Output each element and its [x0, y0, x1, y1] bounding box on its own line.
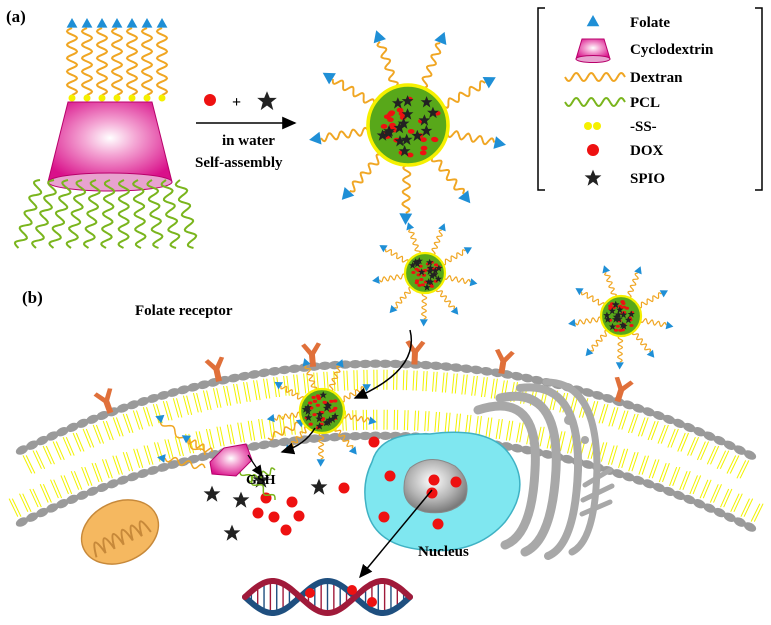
legend-label: -SS- [630, 119, 657, 135]
mitochondrion [80, 499, 160, 565]
panel-b-label: (b) [22, 288, 43, 307]
assembly-arrow: + in water Self-assembly [195, 91, 297, 171]
folate-micelles [266, 222, 674, 467]
red-dot-icon [587, 144, 599, 156]
cyclodextrin-conjugate [13, 18, 198, 249]
legend-label: Folate [630, 15, 670, 31]
micelle-large [309, 30, 506, 225]
plus-sign: + [232, 94, 241, 111]
folate-receptors [93, 340, 634, 414]
spio-star-icon [257, 91, 277, 111]
step-in-water: in water [222, 133, 275, 149]
nucleus [364, 431, 521, 552]
nucleus-label: Nucleus [418, 544, 469, 560]
pcl-wave-icon [564, 96, 626, 108]
legend-item: PCL [564, 95, 660, 111]
legend-label: SPIO [630, 171, 665, 187]
legend-item: -SS- [584, 119, 657, 135]
endocytosis-arrows [280, 329, 433, 579]
panel-a-label: (a) [6, 7, 26, 26]
step-self-assembly: Self-assembly [195, 155, 283, 171]
disassembled-micelle [155, 414, 305, 500]
gsh-label: GSH [246, 473, 276, 488]
legend-label: Cyclodextrin [630, 42, 714, 58]
golgi-apparatus [473, 378, 615, 560]
legend-label: Dextran [630, 70, 683, 86]
folate-receptor-label: Folate receptor [135, 303, 233, 319]
disulfide-icon [584, 122, 601, 130]
legend-item: Folate [586, 15, 670, 31]
legend-label: PCL [630, 95, 660, 111]
released-cargo [203, 436, 462, 541]
dox-red-dot-icon [204, 94, 216, 106]
legend-item: DOX [587, 143, 664, 159]
legend-item: Dextran [564, 70, 683, 86]
legend-label: DOX [630, 143, 664, 159]
dextran-wave-icon [564, 71, 626, 83]
folate-triangle-icon [586, 15, 600, 27]
cyclodextrin-icon [575, 38, 611, 63]
dna-double-helix [242, 577, 413, 617]
legend-item: SPIO [584, 169, 665, 187]
black-star-icon [584, 169, 602, 186]
legend-item: Cyclodextrin [575, 38, 714, 63]
